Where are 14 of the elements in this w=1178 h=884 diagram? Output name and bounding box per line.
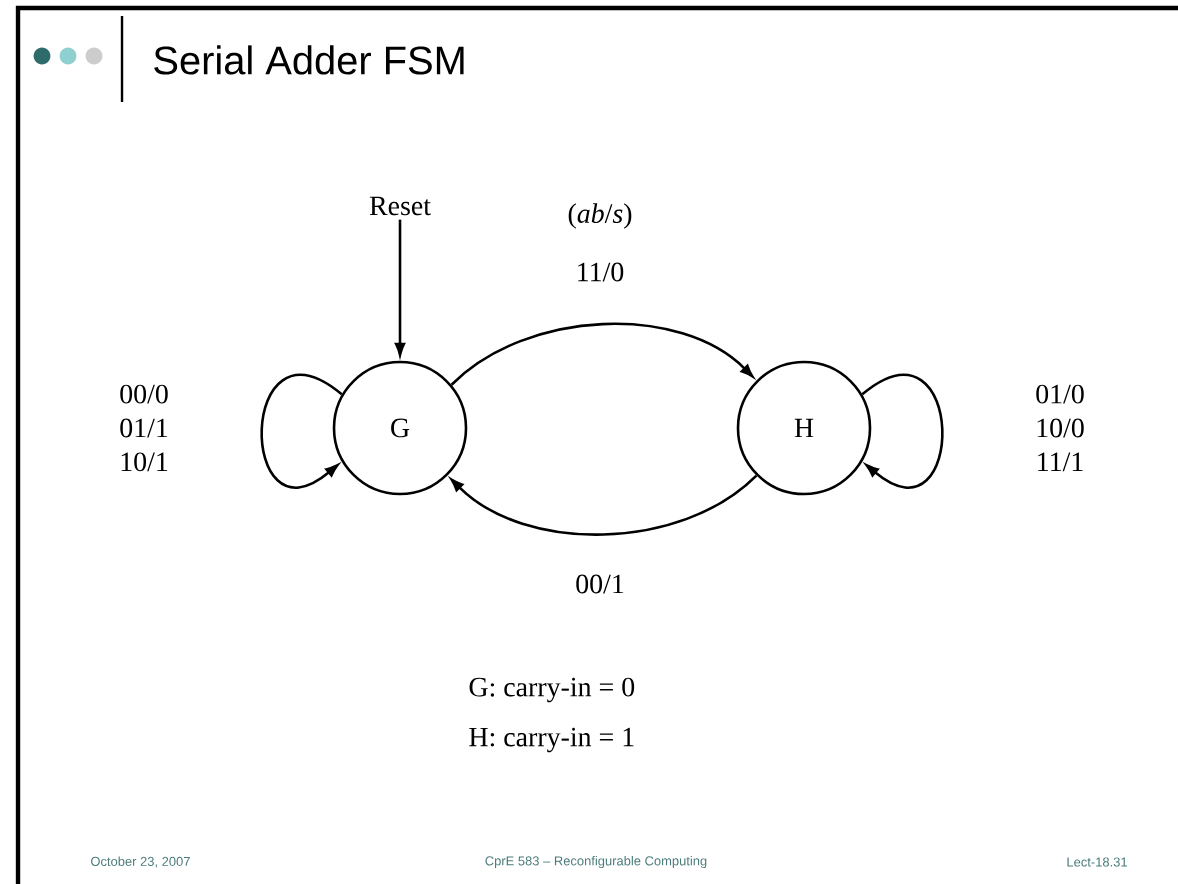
reset-label: Reset [369,196,431,216]
self-loop-arrow [861,373,944,489]
title: Serial Adder FSM [154,45,464,75]
edge-label: 00/0 01/1 10/1 [112,382,176,474]
state-note: H: carry-in = 1 [469,727,634,753]
state-note: G: carry-in = 0 [469,677,635,703]
transition-arrow [450,474,758,536]
edge-label: 11/0 [573,260,627,284]
arrow [394,219,406,356]
edge-label: 00/1 [573,572,627,596]
edge-label: 01/0 10/0 11/1 [1028,382,1092,474]
self-loop-arrow [260,373,343,489]
io-header: (ab/s) [568,203,632,229]
transition-arrow [450,322,754,386]
